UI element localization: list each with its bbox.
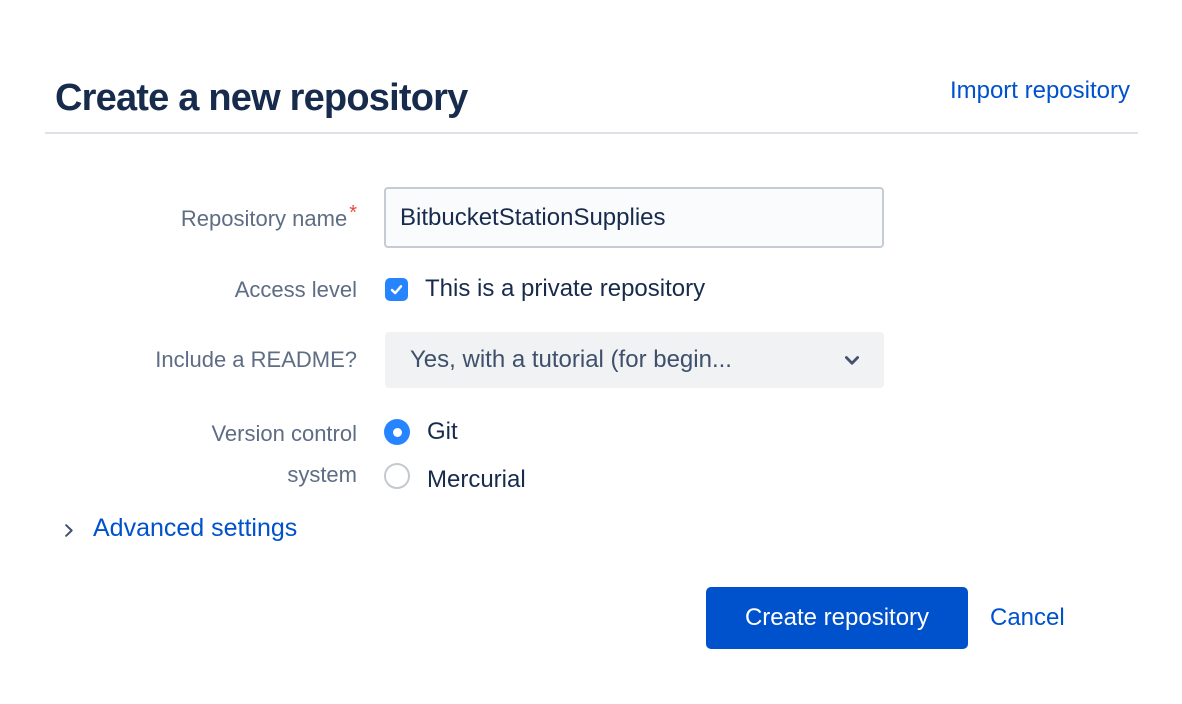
advanced-settings-toggle[interactable]: Advanced settings [60, 514, 297, 543]
radio-selected-dot [392, 427, 402, 437]
repository-name-input[interactable] [384, 187, 884, 248]
include-readme-label: Include a README? [155, 347, 357, 372]
required-asterisk: * [349, 202, 357, 224]
vcs-radio-mercurial[interactable] [384, 463, 410, 489]
checkmark-icon [390, 285, 403, 295]
cancel-link[interactable]: Cancel [990, 604, 1065, 631]
private-repository-checkbox-label: This is a private repository [425, 275, 706, 302]
create-repository-button[interactable]: Create repository [706, 587, 968, 649]
chevron-down-icon [845, 356, 859, 365]
advanced-settings-label: Advanced settings [93, 514, 298, 542]
include-readme-selected-value: Yes, with a tutorial (for begin... [410, 346, 732, 373]
header-divider [45, 132, 1138, 134]
access-level-label: Access level [234, 277, 357, 302]
repository-name-label-text: Repository name [180, 206, 348, 231]
private-repository-checkbox[interactable] [385, 278, 408, 301]
version-control-label: Version control system [0, 413, 357, 495]
chevron-right-icon [65, 523, 73, 537]
include-readme-select[interactable]: Yes, with a tutorial (for begin... [385, 332, 884, 388]
repository-name-label: Repository name* [0, 202, 357, 233]
vcs-radio-git[interactable] [384, 419, 410, 445]
vcs-radio-git-label: Git [427, 418, 458, 445]
version-control-label-text: Version control system [211, 421, 357, 487]
vcs-radio-mercurial-label: Mercurial [427, 466, 526, 493]
import-repository-link[interactable]: Import repository [949, 77, 1130, 104]
page-title: Create a new repository [55, 77, 468, 120]
